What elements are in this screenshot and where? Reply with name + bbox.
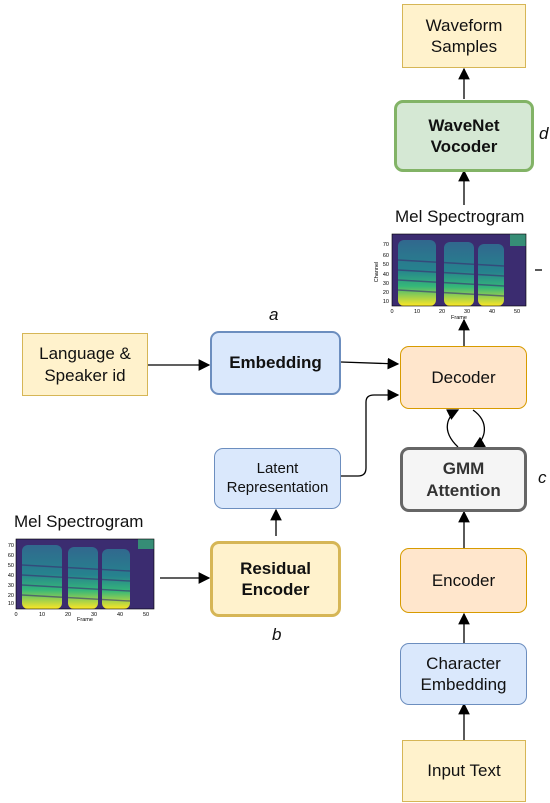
svg-text:50: 50	[383, 262, 389, 268]
language-speaker-node: Language & Speaker id	[22, 333, 148, 396]
svg-text:40: 40	[489, 309, 495, 315]
residual-encoder-node: Residual Encoder	[210, 541, 341, 617]
svg-text:50: 50	[143, 612, 149, 618]
decoder-node: Decoder	[400, 346, 527, 409]
svg-text:40: 40	[383, 272, 389, 278]
svg-text:50: 50	[514, 309, 520, 315]
svg-text:Channel: Channel	[374, 262, 380, 283]
svg-text:0: 0	[390, 309, 393, 315]
svg-text:10: 10	[8, 601, 14, 607]
waveform-samples-node: Waveform Samples	[402, 4, 526, 68]
svg-text:0: 0	[14, 612, 17, 618]
mel-spectrogram-top-label: Mel Spectrogram	[395, 207, 525, 226]
svg-text:20: 20	[383, 290, 389, 296]
encoder-node: Encoder	[400, 548, 527, 613]
svg-text:30: 30	[464, 309, 470, 315]
svg-text:Frame: Frame	[451, 315, 467, 320]
svg-text:10: 10	[39, 612, 45, 618]
svg-text:20: 20	[439, 309, 445, 315]
arrow-gmm-to-decoder	[446, 409, 460, 448]
svg-text:70: 70	[8, 543, 14, 549]
svg-text:20: 20	[8, 593, 14, 599]
svg-text:20: 20	[65, 612, 71, 618]
svg-text:10: 10	[383, 299, 389, 305]
svg-text:40: 40	[8, 573, 14, 579]
svg-text:Frame: Frame	[77, 617, 93, 621]
marker-d: d	[539, 124, 549, 143]
svg-text:40: 40	[117, 612, 123, 618]
arrow-latent-to-decoder	[341, 389, 400, 477]
svg-text:30: 30	[383, 281, 389, 287]
gmm-attention-node: GMM Attention	[400, 447, 527, 512]
svg-text:30: 30	[91, 612, 97, 618]
marker-a: a	[269, 305, 279, 324]
latent-representation-node: Latent Representation	[214, 448, 341, 509]
svg-text:10: 10	[414, 309, 420, 315]
svg-text:60: 60	[383, 253, 389, 259]
input-text-node: Input Text	[402, 740, 526, 802]
svg-text:60: 60	[8, 553, 14, 559]
svg-text:30: 30	[8, 583, 14, 589]
embedding-node: Embedding	[210, 331, 341, 395]
wavenet-vocoder-node: WaveNet Vocoder	[394, 100, 534, 172]
arrow-decoder-to-gmm	[472, 409, 486, 448]
character-embedding-node: Character Embedding	[400, 643, 527, 705]
svg-text:70: 70	[383, 242, 389, 248]
marker-c: c	[538, 468, 547, 487]
marker-b: b	[272, 625, 282, 644]
svg-text:50: 50	[8, 563, 14, 569]
arrow-embedding-to-decoder	[340, 357, 400, 370]
mel-spectrogram-left-label: Mel Spectrogram	[14, 512, 144, 531]
